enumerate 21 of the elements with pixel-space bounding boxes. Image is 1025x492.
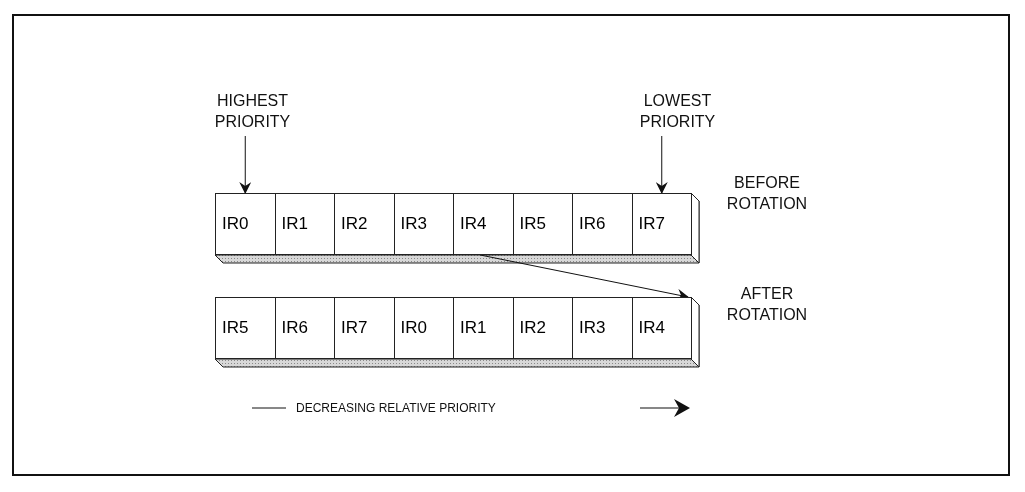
register-cell: IR3 (393, 193, 454, 255)
register-cell: IR1 (274, 193, 335, 255)
arrow (655, 135, 668, 194)
register-cell: IR6 (274, 297, 335, 359)
register-cell: IR5 (215, 297, 276, 359)
register-cell: IR1 (453, 297, 514, 359)
register-cell: IR5 (512, 193, 573, 255)
register-cell: IR4 (453, 193, 514, 255)
axis-caption: DECREASING RELATIVE PRIORITY (296, 400, 496, 417)
register-cell: IR7 (334, 297, 395, 359)
row-label: BEFORE ROTATION (725, 173, 809, 214)
register-cell: IR3 (572, 297, 633, 359)
priority-label: LOWEST PRIORITY (630, 90, 725, 132)
priority-label: HIGHEST PRIORITY (205, 90, 300, 132)
register-cell: IR0 (393, 297, 454, 359)
register-cell: IR0 (215, 193, 276, 255)
register-cell: IR2 (512, 297, 573, 359)
register-cell: IR6 (572, 193, 633, 255)
arrow (239, 135, 252, 194)
row-label: AFTER ROTATION (725, 284, 809, 325)
register-cell: IR2 (334, 193, 395, 255)
